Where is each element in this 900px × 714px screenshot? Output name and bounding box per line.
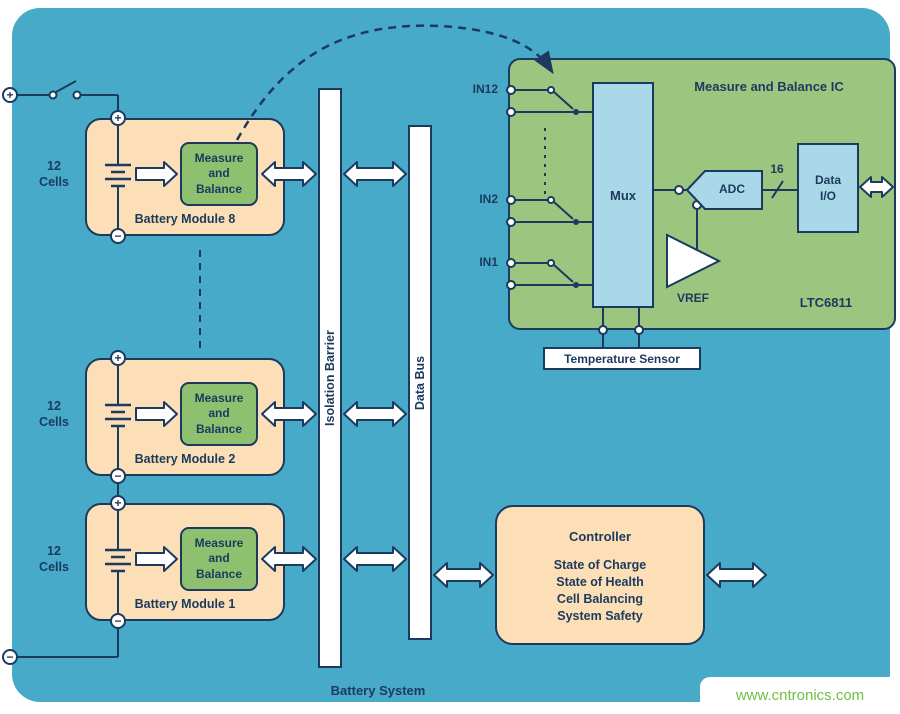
- controller-line-soc: State of Charge: [553, 558, 647, 572]
- battery-system-label: Battery System: [330, 683, 426, 698]
- cells-label-module-8: 12 Cells: [39, 159, 69, 190]
- input-label-in12: IN12: [472, 82, 498, 96]
- isolation-barrier-label: Isolation Barrier: [323, 330, 337, 426]
- controller-line-safety: System Safety: [557, 609, 643, 623]
- module-2-plus-terminal: +: [110, 350, 126, 366]
- battery-module-1-label: Battery Module 1: [134, 597, 236, 611]
- input-label-in1: IN1: [479, 255, 498, 269]
- data-bus-bar: Data Bus: [408, 125, 432, 640]
- cells-label-module-1: 12 Cells: [39, 544, 69, 575]
- controller-line-soh: State of Health: [556, 575, 644, 589]
- controller-title: Controller: [568, 529, 632, 544]
- bus-width-label: 16: [770, 162, 784, 176]
- isolation-barrier-bar: Isolation Barrier: [318, 88, 342, 668]
- measure-balance-box-2: Measure and Balance: [180, 382, 258, 446]
- input-label-in2: IN2: [479, 192, 498, 206]
- module-1-plus-terminal: +: [110, 495, 126, 511]
- measure-balance-box-8: Measure and Balance: [180, 142, 258, 206]
- data-bus-label: Data Bus: [413, 355, 427, 410]
- adc-label: ADC: [719, 182, 745, 196]
- module-8-plus-terminal: +: [110, 110, 126, 126]
- mux-box: Mux: [592, 82, 654, 308]
- measure-balance-box-1: Measure and Balance: [180, 527, 258, 591]
- pack-plus-terminal: +: [2, 87, 18, 103]
- module-2-minus-terminal: −: [110, 468, 126, 484]
- module-8-minus-terminal: −: [110, 228, 126, 244]
- battery-module-8-label: Battery Module 8: [134, 212, 236, 226]
- pack-minus-terminal: −: [2, 649, 18, 665]
- data-io-box: Data I/O: [797, 143, 859, 233]
- controller-line-balancing: Cell Balancing: [556, 592, 644, 606]
- temperature-sensor-box: Temperature Sensor: [543, 347, 701, 370]
- ic-part-number: LTC6811: [799, 295, 853, 310]
- vref-label: VREF: [676, 291, 709, 305]
- cells-label-module-2: 12 Cells: [39, 399, 69, 430]
- module-1-minus-terminal: −: [110, 613, 126, 629]
- controller-box: Controller State of Charge State of Heal…: [495, 505, 705, 645]
- watermark: www.cntronics.com: [700, 677, 900, 714]
- battery-module-2-label: Battery Module 2: [134, 452, 236, 466]
- measure-balance-ic-title: Measure and Balance IC: [694, 79, 844, 94]
